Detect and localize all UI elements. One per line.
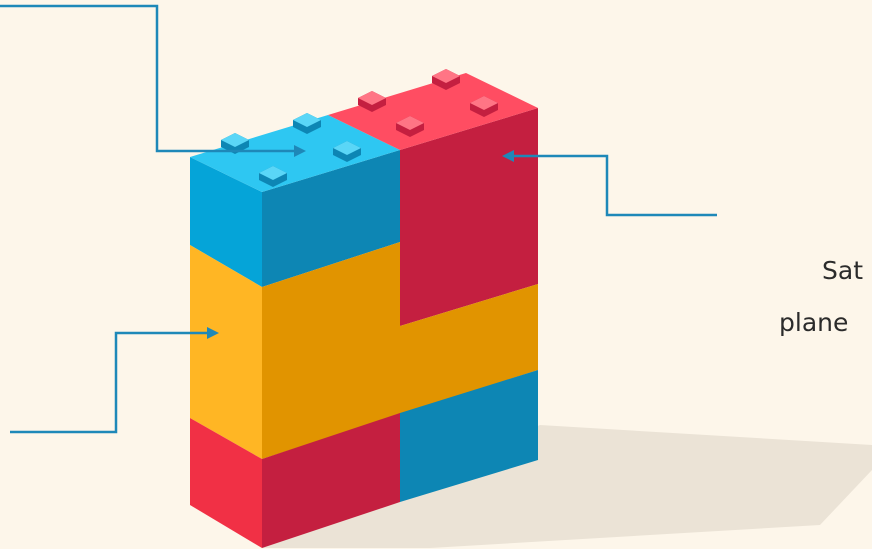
callout-arrow-yellow [10, 327, 219, 432]
caption-line-2: plane [779, 306, 848, 340]
caption-line-1: Sat [822, 254, 863, 288]
callout-arrow-blue [0, 6, 306, 157]
